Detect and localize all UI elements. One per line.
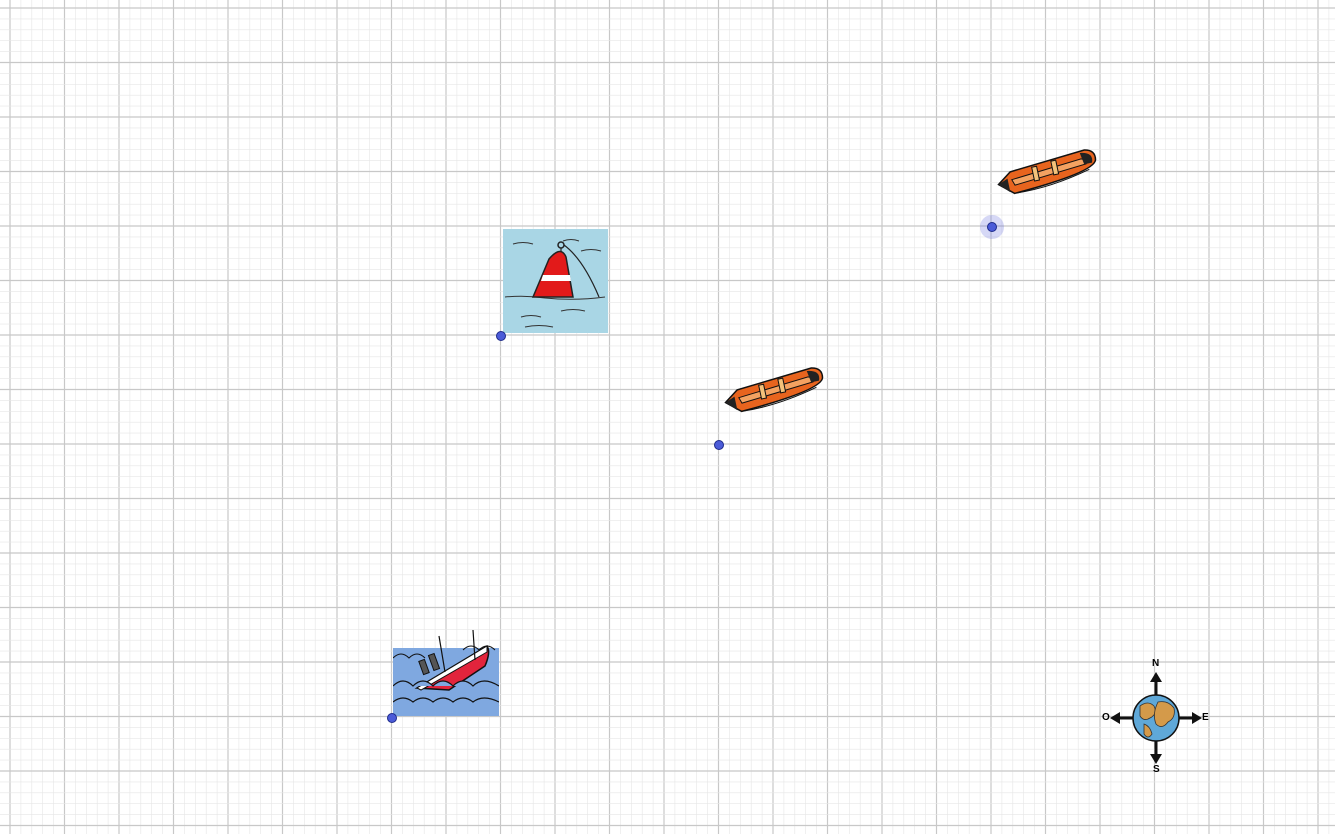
- inflatable-boat-top[interactable]: [993, 144, 1103, 200]
- compass-east-label: E: [1202, 712, 1209, 723]
- compass-south-label: S: [1153, 764, 1160, 775]
- inflatable-boat-middle[interactable]: [720, 362, 830, 418]
- compass-rose-icon: [1100, 662, 1212, 774]
- boat-point[interactable]: [714, 440, 724, 450]
- compass-north-label: N: [1152, 658, 1159, 669]
- buoy-image[interactable]: [503, 229, 608, 333]
- shipwreck-image[interactable]: [393, 630, 499, 716]
- compass-west-label: O: [1102, 712, 1110, 723]
- compass-rose: N S E O: [1100, 662, 1212, 774]
- shipwreck-point[interactable]: [387, 713, 397, 723]
- lifeboat-point[interactable]: [987, 222, 997, 232]
- buoy-point[interactable]: [496, 331, 506, 341]
